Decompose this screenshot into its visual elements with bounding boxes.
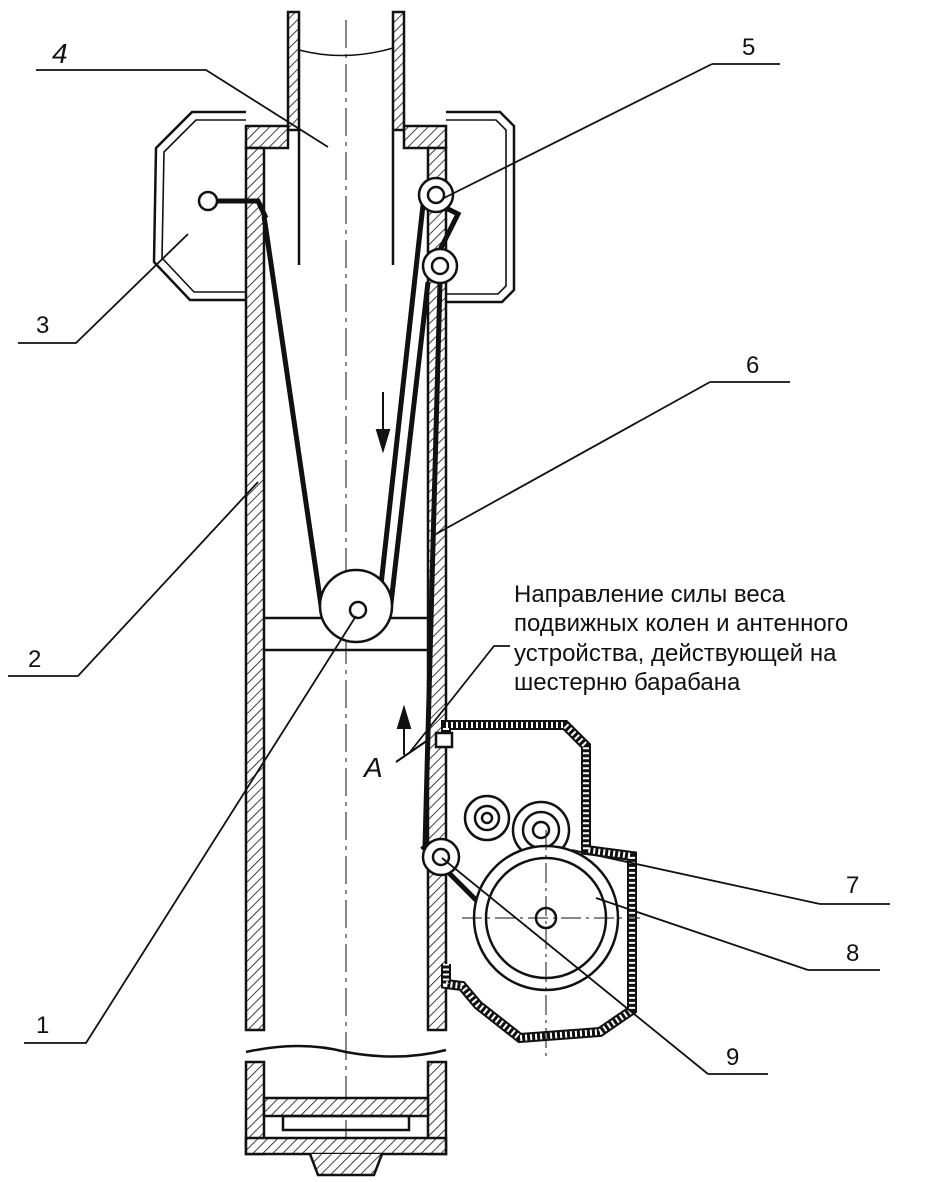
label-4: 4 (52, 38, 68, 69)
break-line (245, 1044, 447, 1058)
gearbox-housing (434, 720, 637, 1044)
note-line-1: Направление силы веса (514, 581, 786, 608)
inner-tube-upper (286, 10, 406, 265)
label-3: 3 (36, 312, 50, 339)
outer-tube (244, 146, 448, 1032)
label-6: 6 (746, 352, 760, 379)
label-2: 2 (28, 646, 42, 673)
bottom-cap (244, 1060, 448, 1177)
top-pulleys (417, 176, 459, 285)
label-5: 5 (742, 34, 756, 61)
label-7: 7 (846, 872, 860, 899)
note-line-2: подвижных колен и антенного (514, 610, 849, 638)
down-arrow (375, 392, 391, 454)
note-line-3: устройства, действующей на (514, 639, 837, 667)
force-direction-note: Направление силы веса подвижных колен и … (514, 580, 924, 697)
cable (261, 195, 488, 912)
label-9: 9 (726, 1044, 740, 1071)
cable-anchor (197, 190, 219, 212)
top-bracket (152, 110, 516, 304)
label-8: 8 (846, 940, 860, 967)
force-arrow (396, 704, 412, 755)
piston-pulley (318, 568, 394, 644)
top-cap (244, 124, 448, 150)
guide-pulley-9 (421, 837, 461, 877)
leader-lines (8, 63, 890, 1075)
note-line-4: шестерню барабана (514, 668, 741, 696)
gear-7 (463, 794, 571, 860)
label-1: 1 (36, 1012, 50, 1039)
section-a-label: A (364, 752, 383, 783)
